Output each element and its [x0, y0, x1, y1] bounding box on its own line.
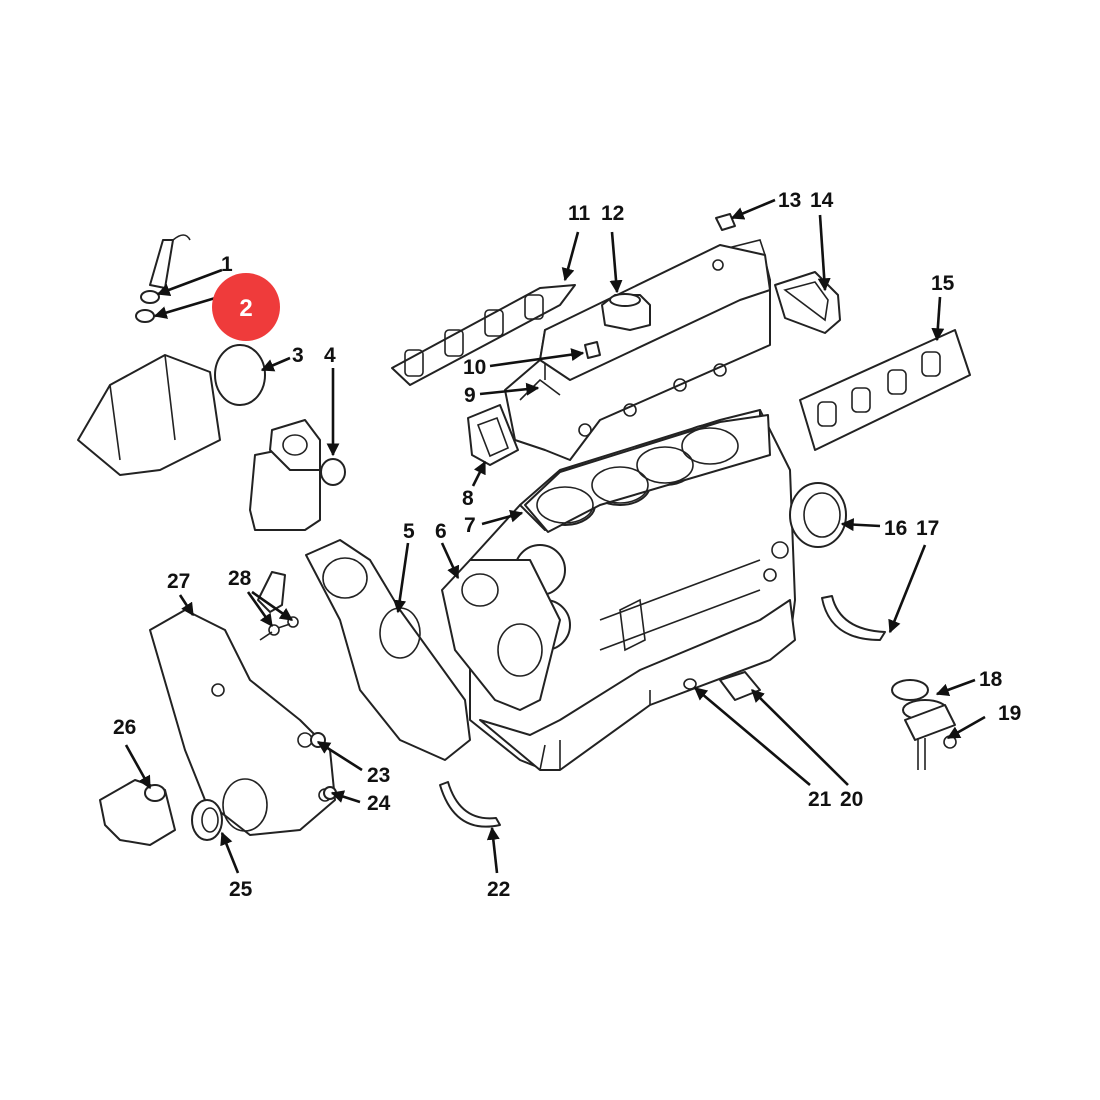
leader-10	[489, 348, 585, 368]
callout-25: 25	[229, 878, 253, 901]
intake-manifold-gasket	[391, 284, 576, 386]
leader-21	[694, 687, 811, 786]
injection-pump-o-ring	[214, 344, 266, 406]
injection-line-fitting	[149, 234, 191, 289]
leader-23	[316, 740, 363, 772]
valve-cover-nut	[712, 213, 736, 271]
timing-gear-housing-gasket	[441, 559, 561, 711]
callout-6: 6	[435, 520, 447, 543]
callout-22: 22	[487, 878, 510, 901]
leader-12	[609, 231, 623, 294]
leader-9	[479, 382, 540, 396]
callout-3: 3	[292, 344, 304, 367]
callout-labels: 1 3 4 5 6 7 8 9 10 11 12 13 14 15 16 17 …	[113, 189, 1021, 901]
rear-seal-half	[821, 595, 886, 641]
leader-1	[156, 268, 223, 296]
leader-7	[481, 509, 524, 526]
leader-20	[751, 689, 849, 786]
callout-16: 16	[884, 517, 907, 540]
rear-crankshaft-seal	[789, 482, 847, 548]
thermostat-gasket	[467, 404, 519, 466]
callout-14: 14	[810, 189, 834, 212]
callout-8: 8	[462, 487, 474, 510]
leader-3	[260, 356, 291, 372]
leader-28a	[246, 591, 274, 628]
callout-7: 7	[464, 514, 476, 537]
head-gasket	[524, 414, 771, 533]
callout-4: 4	[324, 344, 336, 367]
leader-8	[471, 460, 487, 487]
fuel-injection-pump	[77, 354, 221, 476]
leader-22	[486, 826, 500, 874]
highlighted-callout-2[interactable]: 2	[212, 273, 280, 341]
callout-24: 24	[367, 792, 391, 815]
leader-18	[935, 678, 976, 697]
callout-11: 11	[568, 202, 591, 225]
bracket-assembly	[257, 571, 299, 641]
callout-9: 9	[464, 384, 476, 407]
leader-26	[124, 744, 152, 790]
exhaust-manifold-gasket	[799, 329, 971, 451]
sealing-washer	[140, 290, 160, 304]
leader-17	[888, 544, 927, 634]
callout-18: 18	[979, 668, 1003, 691]
leader-16	[840, 518, 881, 532]
highlight-badge[interactable]	[212, 273, 280, 341]
callout-23: 23	[367, 764, 390, 787]
oil-filter-seal	[320, 458, 346, 486]
leader-15	[931, 296, 945, 342]
callout-15: 15	[931, 272, 955, 295]
callout-2: 2	[239, 295, 252, 322]
callout-10: 10	[463, 356, 486, 379]
leader-6	[440, 542, 460, 580]
front-plate-gasket	[305, 539, 471, 761]
callout-28: 28	[228, 567, 252, 590]
nut	[584, 341, 601, 359]
timing-cover	[149, 609, 336, 836]
front-crankshaft-seal	[191, 799, 223, 841]
callout-20: 20	[840, 788, 863, 811]
callout-19: 19	[998, 702, 1021, 725]
callout-26: 26	[113, 716, 136, 739]
leader-5	[393, 542, 410, 614]
water-pump-gasket	[144, 784, 166, 802]
leader-25	[220, 831, 240, 874]
fitting-nut	[135, 309, 155, 323]
leader-14	[817, 214, 831, 292]
callout-1: 1	[221, 253, 233, 276]
callout-5: 5	[403, 520, 415, 543]
leader-13	[730, 198, 776, 220]
callout-21: 21	[808, 788, 832, 811]
lower-seal-half	[439, 781, 501, 828]
callout-13: 13	[778, 189, 801, 212]
leader-24	[330, 790, 361, 804]
leader-27	[178, 594, 195, 617]
callout-27: 27	[167, 570, 190, 593]
dipstick-tube-assembly	[891, 679, 957, 770]
leader-11	[561, 231, 580, 282]
leader-19	[946, 715, 986, 740]
oil-filler-cap	[601, 293, 651, 331]
oil-filter	[249, 419, 321, 531]
leader-28b	[251, 590, 294, 622]
rocker-cover-gasket	[774, 271, 841, 334]
leader-lines	[124, 198, 986, 874]
leader-2	[153, 294, 223, 319]
callout-12: 12	[601, 202, 624, 225]
callout-17: 17	[916, 517, 939, 540]
